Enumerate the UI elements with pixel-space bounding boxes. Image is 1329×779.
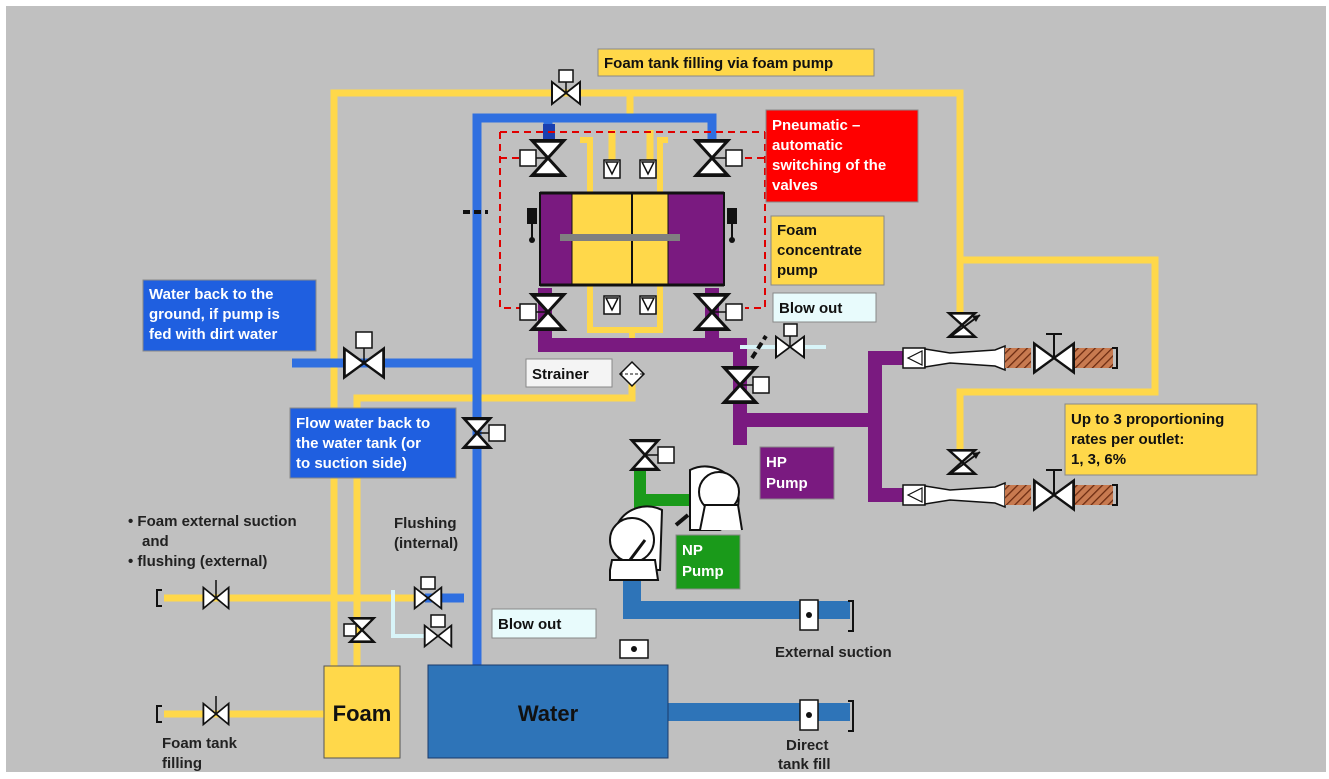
- svg-text:to suction side): to suction side): [296, 455, 407, 472]
- valve-flow-back: [462, 417, 506, 449]
- label-proportioning-rates: Up to 3 proportioning rates per outlet: …: [1064, 403, 1258, 476]
- label-blowout-bottom: Blow out: [491, 608, 597, 639]
- svg-text:NP: NP: [682, 542, 703, 559]
- valve-foam-fill-pump: [551, 69, 581, 106]
- pneumatic-valve-bottom-left: [519, 292, 566, 332]
- svg-text:Pump: Pump: [766, 475, 808, 492]
- label-water-back-ground: Water back to the ground, if pump is fed…: [142, 279, 317, 352]
- svg-text:valves: valves: [772, 177, 818, 194]
- strainer-icon: [618, 360, 646, 388]
- valve-blowout-bottom: [423, 614, 453, 648]
- svg-text:Foam: Foam: [777, 222, 817, 239]
- label-foam-concentrate-pump: Foam concentrate pump: [770, 215, 885, 286]
- pneumatic-valve-bottom-right: [694, 292, 743, 332]
- valve-np-green: [630, 439, 675, 471]
- svg-text:Pump: Pump: [682, 563, 724, 580]
- np-pump-icon: [609, 505, 690, 581]
- label-foam-filling-1: Foam tank: [162, 735, 238, 752]
- valve-blowout-top: [750, 323, 805, 360]
- pneumatic-valve-top-right: [694, 138, 743, 178]
- label-np-pump: NP Pump: [675, 534, 741, 590]
- label-flushing-2: (internal): [394, 535, 458, 552]
- svg-text:1, 3, 6%: 1, 3, 6%: [1071, 451, 1126, 468]
- svg-text:ground, if pump is: ground, if pump is: [149, 306, 280, 323]
- label-foam-external-2: and: [142, 533, 169, 550]
- svg-text:rates per outlet:: rates per outlet:: [1071, 431, 1184, 448]
- label-pneumatic: Pneumatic – automatic switching of the v…: [765, 109, 919, 203]
- suction-fittings: [156, 589, 854, 732]
- label-direct-1: Direct: [786, 737, 829, 754]
- valve-foam-external: [202, 580, 230, 610]
- label-direct-2: tank fill: [778, 756, 831, 773]
- svg-text:switching of the: switching of the: [772, 157, 886, 174]
- np-lines: [634, 465, 690, 510]
- svg-text:Blow out: Blow out: [779, 300, 842, 317]
- label-external-suction: External suction: [775, 644, 892, 661]
- pneumatic-lines: [499, 131, 766, 309]
- water-tank-label: Water: [518, 701, 579, 726]
- valve-flushing-internal: [413, 576, 443, 610]
- valve-foam-tank-filling: [202, 696, 230, 726]
- svg-text:Up to 3 proportioning: Up to 3 proportioning: [1071, 411, 1224, 428]
- label-foam-filling-2: filling: [162, 755, 202, 772]
- pneumatic-valve-top-left: [519, 138, 566, 178]
- valve-water-back-ground: [342, 331, 386, 379]
- svg-text:Pneumatic –: Pneumatic –: [772, 117, 860, 134]
- svg-text:pump: pump: [777, 262, 818, 279]
- svg-text:automatic: automatic: [772, 137, 843, 154]
- label-hp-pump: HP Pump: [759, 446, 835, 500]
- valve-foam-tank-top: [343, 616, 376, 644]
- label-strainer: Strainer: [525, 358, 613, 388]
- svg-text:the water tank (or: the water tank (or: [296, 435, 421, 452]
- svg-text:Strainer: Strainer: [532, 366, 589, 383]
- foam-concentrate-pump: [527, 191, 737, 287]
- foam-tank-label: Foam: [333, 701, 392, 726]
- label-blowout-top: Blow out: [772, 292, 877, 323]
- foam-tank: [323, 665, 401, 759]
- outlet-upper: [902, 311, 1118, 374]
- svg-text:concentrate: concentrate: [777, 242, 862, 259]
- label-foam-tank-filling-pump: Foam tank filling via foam pump: [597, 48, 875, 77]
- label-flushing-1: Flushing: [394, 515, 457, 532]
- svg-text:Water back to the: Water back to the: [149, 286, 273, 303]
- svg-text:Foam tank filling via foam pum: Foam tank filling via foam pump: [604, 55, 833, 72]
- hp-pump-icon: [689, 465, 743, 531]
- svg-text:Flow water back to: Flow water back to: [296, 415, 430, 432]
- water-tank: [427, 664, 669, 759]
- outlet-lower: [902, 448, 1118, 511]
- svg-text:Blow out: Blow out: [498, 616, 561, 633]
- svg-text:HP: HP: [766, 454, 787, 471]
- label-foam-external-3: • flushing (external): [128, 553, 267, 570]
- check-valve-icons: [603, 159, 657, 315]
- label-foam-external-1: • Foam external suction: [128, 513, 297, 530]
- valve-hp-outlet: [722, 365, 770, 405]
- label-flow-back: Flow water back to the water tank (or to…: [289, 407, 457, 479]
- svg-text:fed with dirt water: fed with dirt water: [149, 326, 278, 343]
